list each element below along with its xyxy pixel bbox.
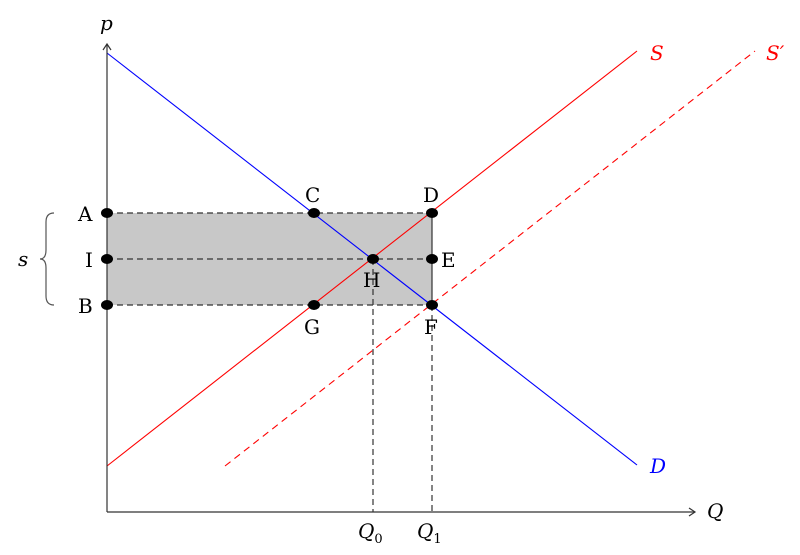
subsidy-brace bbox=[39, 212, 55, 306]
y-axis-arrow bbox=[102, 42, 112, 51]
point-D bbox=[426, 208, 438, 218]
q0-label: Q0 bbox=[358, 519, 383, 547]
shifted-supply-label: S′ bbox=[766, 41, 785, 65]
point-A bbox=[101, 208, 113, 218]
q1-label: Q1 bbox=[417, 519, 442, 547]
label-G: G bbox=[304, 315, 320, 339]
point-F bbox=[426, 300, 438, 310]
label-B: B bbox=[78, 294, 93, 318]
point-B bbox=[101, 300, 113, 310]
x-axis-arrow bbox=[688, 507, 697, 517]
label-D: D bbox=[423, 183, 439, 207]
demand-label: D bbox=[649, 454, 666, 478]
supply-label: S bbox=[650, 41, 664, 65]
label-I: I bbox=[85, 248, 93, 272]
point-I bbox=[101, 254, 113, 264]
subsidy-label: s bbox=[18, 247, 28, 271]
label-F: F bbox=[424, 315, 438, 339]
point-C bbox=[308, 208, 320, 218]
x-axis-label: Q bbox=[707, 499, 723, 523]
label-C: C bbox=[305, 183, 320, 207]
label-E: E bbox=[441, 248, 456, 272]
point-E bbox=[426, 254, 438, 264]
y-axis-label: p bbox=[100, 11, 113, 35]
label-A: A bbox=[77, 202, 93, 226]
shifted-supply-curve bbox=[224, 50, 756, 467]
label-H: H bbox=[363, 268, 380, 292]
point-G bbox=[308, 300, 320, 310]
point-H bbox=[367, 254, 379, 264]
